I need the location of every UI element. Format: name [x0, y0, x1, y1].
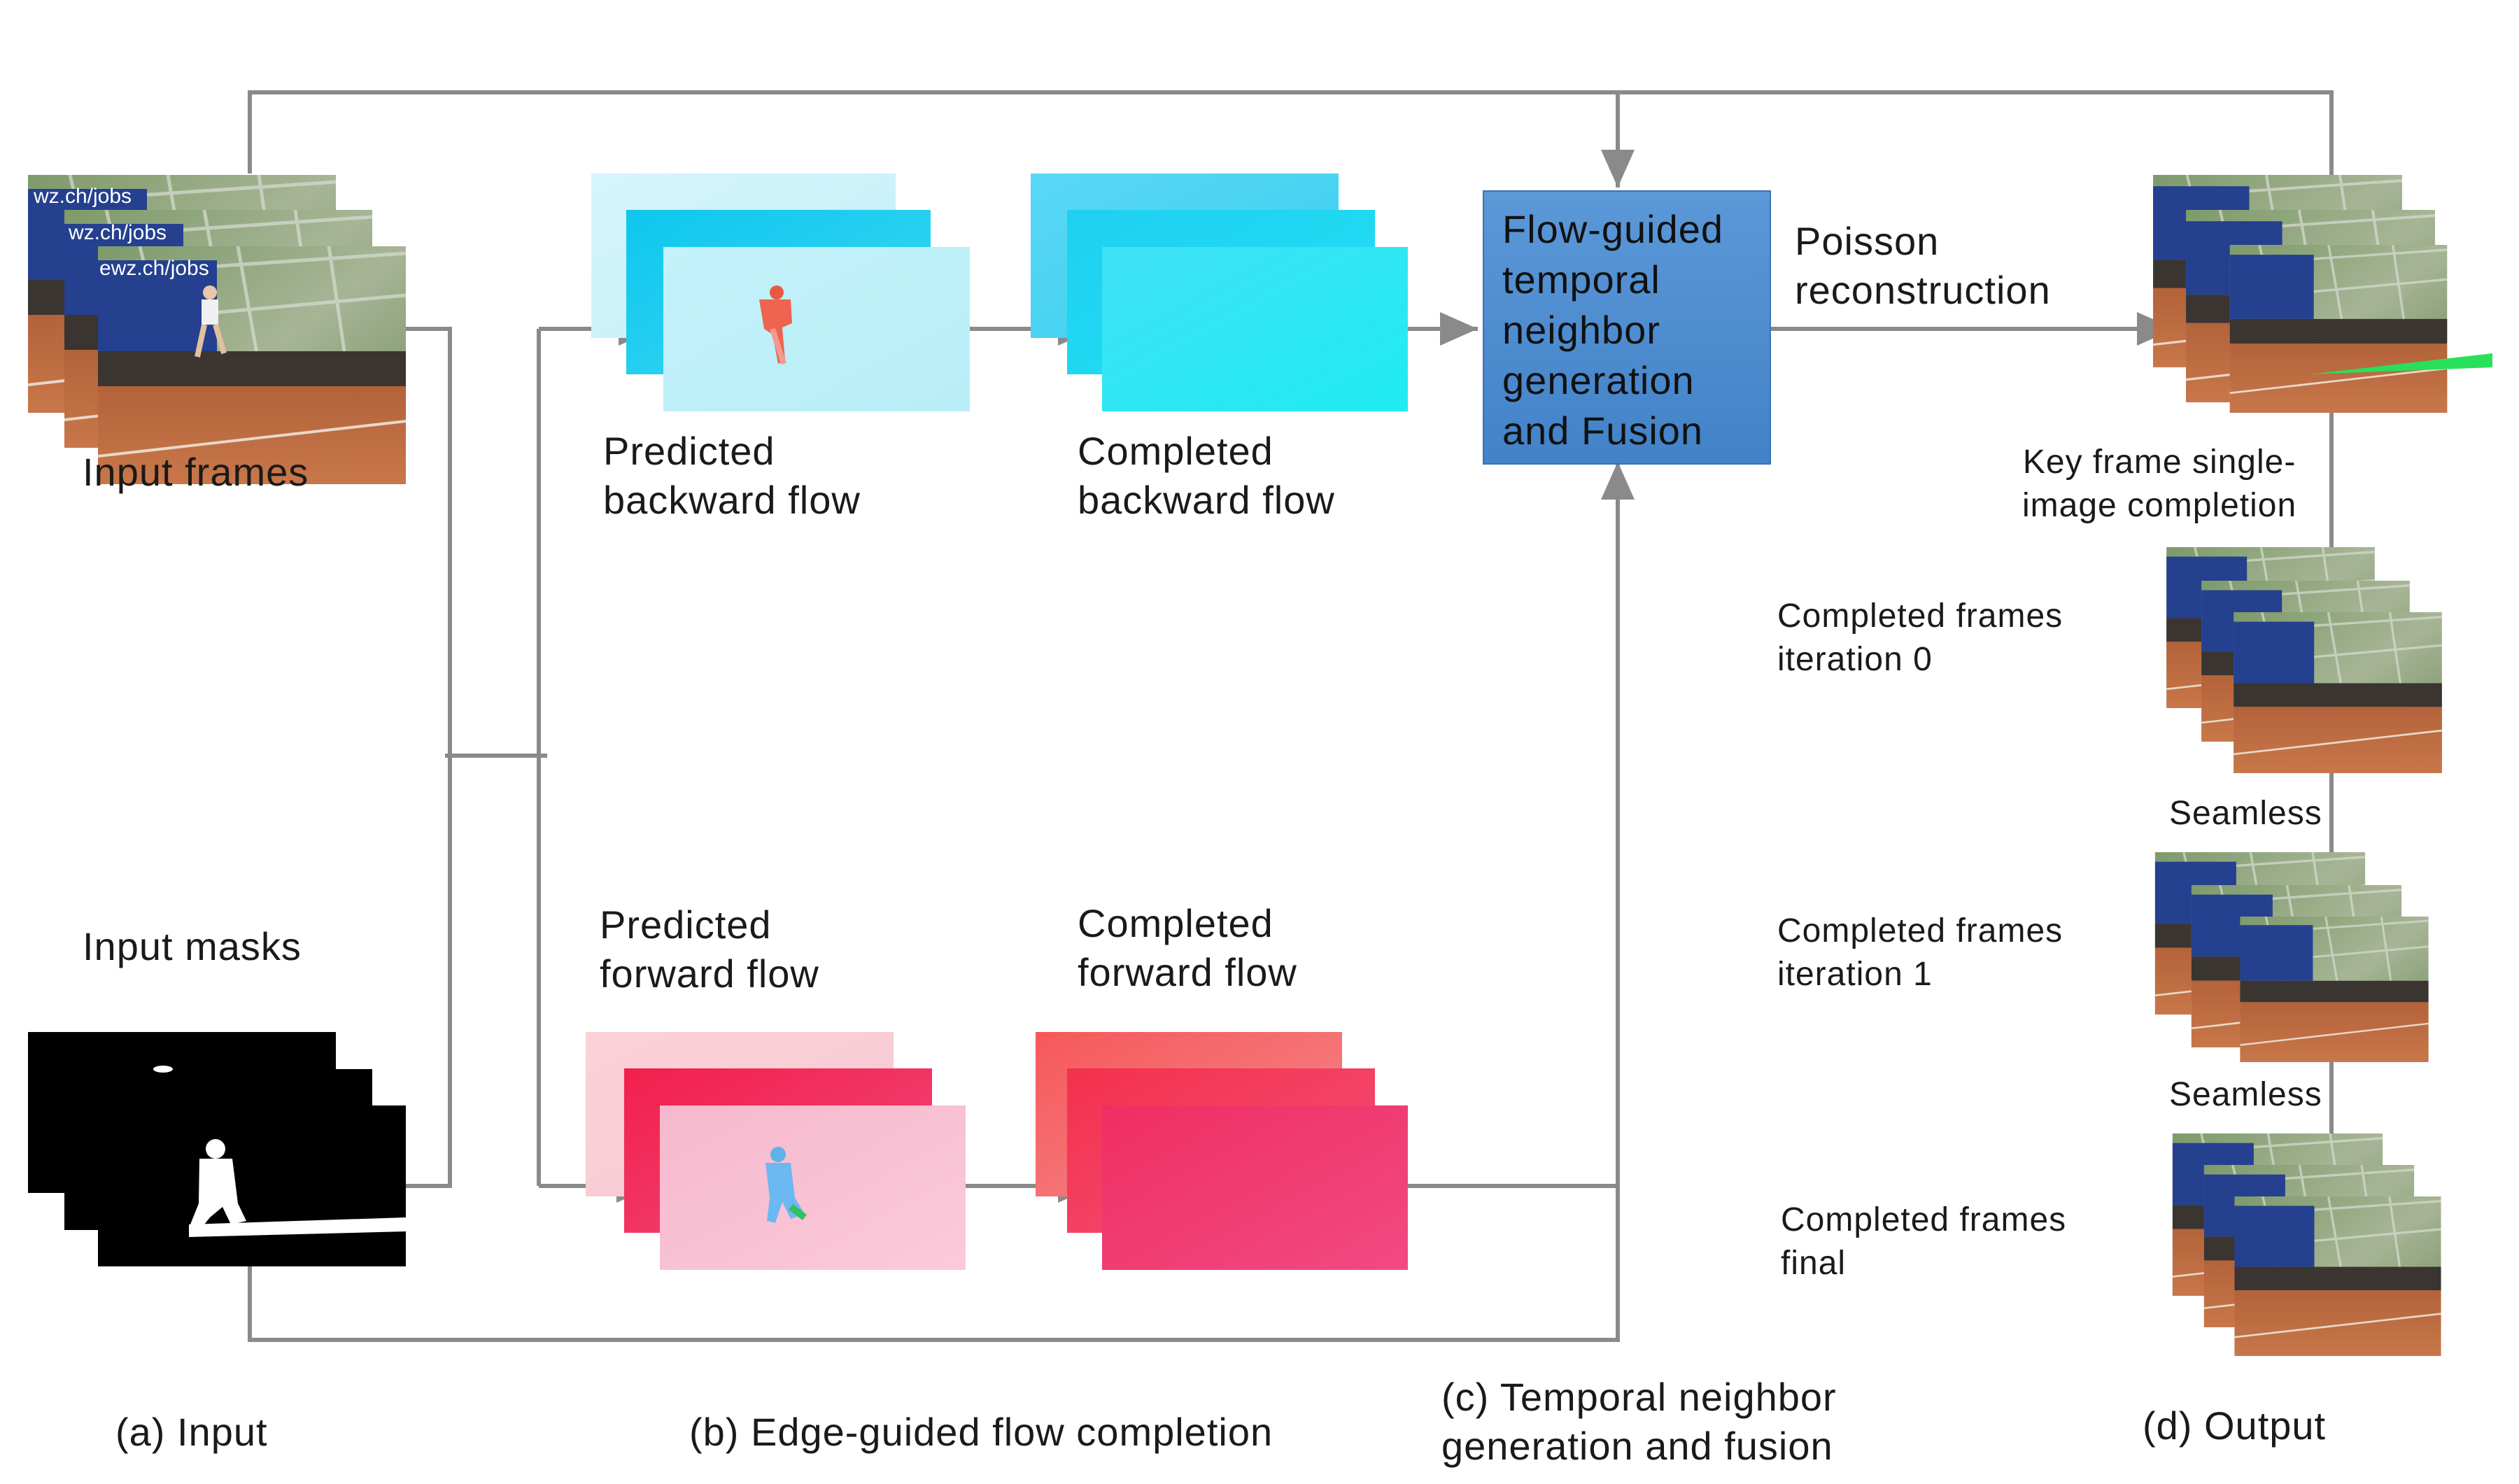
seamless-label-1: Seamless — [2169, 795, 2322, 832]
predicted-forward-flow-stack — [586, 1032, 966, 1270]
player-figure — [195, 285, 227, 358]
output-final-stack — [2173, 1133, 2441, 1356]
backward-flow-silhouette — [759, 285, 792, 365]
forward-flow-silhouette — [765, 1147, 807, 1223]
completed-backward-flow-stack — [1031, 174, 1408, 411]
seamless-label-2: Seamless — [2169, 1076, 2322, 1113]
completed-forward-flow-label: Completed forward flow — [1078, 901, 1297, 994]
connector-lines — [248, 90, 2334, 1342]
input-masks-stack — [28, 1032, 406, 1266]
completed-frames-final-label: Completed frames final — [1781, 1201, 2067, 1282]
frame-banner-text-2: wz.ch/jobs — [68, 221, 167, 244]
caption-input: (a) Input — [115, 1410, 268, 1454]
completed-frames-iteration-1-label: Completed frames iteration 1 — [1777, 912, 2063, 993]
completed-backward-flow-label: Completed backward flow — [1078, 429, 1335, 522]
predicted-backward-flow-stack — [591, 174, 970, 411]
caption-output: (d) Output — [2143, 1404, 2327, 1448]
mask-silhouette — [189, 1139, 406, 1237]
completed-forward-flow-stack — [1036, 1032, 1408, 1270]
completed-frames-iteration-0-label: Completed frames iteration 0 — [1777, 598, 2063, 678]
input-frames-stack: wz.ch/jobs wz.ch/jobs ewz.ch/jobs — [28, 175, 406, 484]
input-masks-label: Input masks — [83, 924, 302, 968]
input-frames-label: Input frames — [83, 450, 309, 494]
output-iteration-1-stack — [2155, 852, 2429, 1062]
predicted-backward-flow-label: Predicted backward flow — [603, 429, 861, 522]
frame-banner-text-3: ewz.ch/jobs — [99, 257, 209, 280]
frame-banner-text-1: wz.ch/jobs — [33, 185, 132, 208]
output-iteration-0-stack — [2166, 547, 2442, 773]
predicted-forward-flow-label: Predicted forward flow — [600, 903, 819, 996]
fusion-module-label: Flow-guided temporal neighbor generation… — [1502, 207, 1724, 453]
poisson-reconstruction-label: Poisson reconstruction — [1795, 219, 2051, 312]
caption-flow-completion: (b) Edge-guided flow completion — [689, 1410, 1273, 1454]
output-poisson-stack — [2153, 175, 2492, 413]
fusion-module-box — [1483, 190, 1771, 465]
key-frame-completion-label: Key frame single- image completion — [2022, 444, 2297, 524]
caption-temporal-fusion: (c) Temporal neighbor generation and fus… — [1441, 1375, 1837, 1468]
green-residual-line — [2309, 353, 2492, 374]
